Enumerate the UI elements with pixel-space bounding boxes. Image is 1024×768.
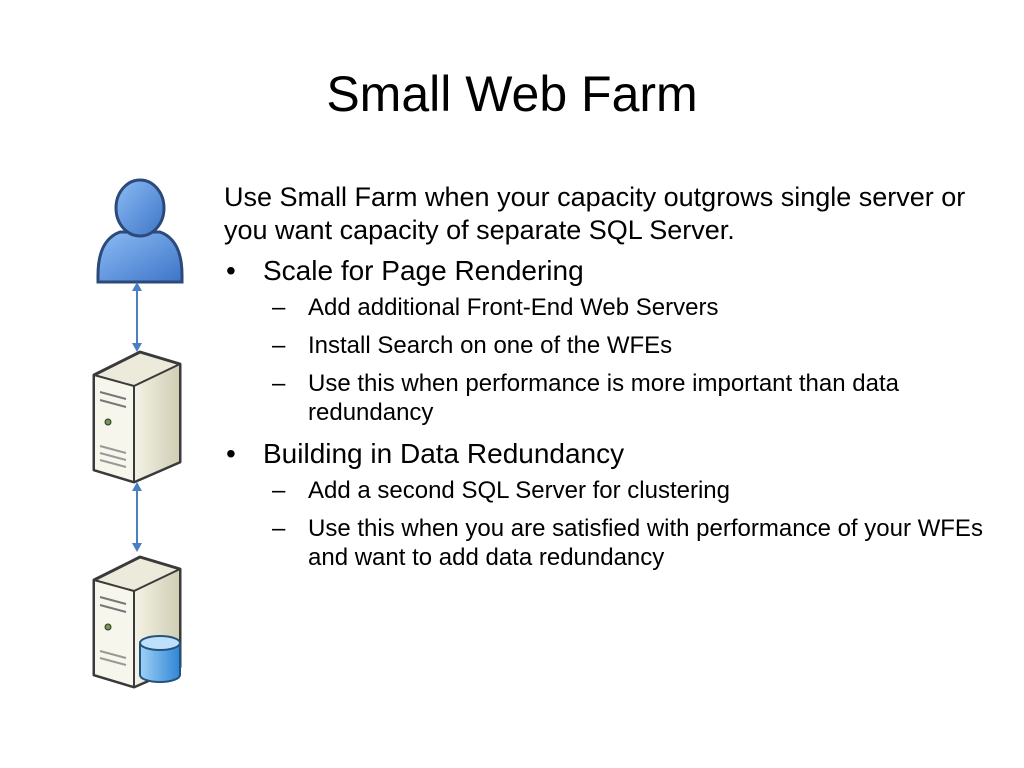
sub-bullet-item: – Add a second SQL Server for clustering — [224, 476, 984, 505]
sub-bullet-marker: – — [272, 477, 286, 504]
bullet-list: • Scale for Page Rendering – Add additio… — [224, 253, 984, 572]
connector-arrow — [132, 482, 142, 552]
user-icon — [96, 178, 184, 284]
web-server-icon — [92, 350, 182, 484]
sub-list-wrapper: – Add a second SQL Server for clustering… — [224, 476, 984, 572]
bullet-text: Scale for Page Rendering — [263, 255, 584, 286]
bullet-marker: • — [226, 255, 236, 286]
bullet-item: • Scale for Page Rendering — [224, 253, 984, 289]
sub-bullet-marker: – — [272, 294, 286, 321]
sub-bullet-list: – Add additional Front-End Web Servers –… — [224, 293, 984, 427]
slide-body: Use Small Farm when your capacity outgro… — [224, 181, 984, 581]
sub-bullet-list: – Add a second SQL Server for clustering… — [224, 476, 984, 572]
sub-bullet-marker: – — [272, 515, 286, 542]
connector-arrow — [132, 282, 142, 352]
bullet-item: • Building in Data Redundancy — [224, 436, 984, 472]
sub-bullet-text: Use this when performance is more import… — [308, 370, 899, 426]
sub-bullet-item: – Install Search on one of the WFEs — [224, 331, 984, 360]
sub-bullet-text: Add additional Front-End Web Servers — [308, 294, 719, 321]
sub-bullet-item: – Add additional Front-End Web Servers — [224, 293, 984, 322]
database-server-icon — [92, 555, 182, 689]
architecture-diagram — [92, 178, 184, 689]
sub-bullet-marker: – — [272, 332, 286, 359]
sub-list-wrapper: – Add additional Front-End Web Servers –… — [224, 293, 984, 427]
sub-bullet-text: Install Search on one of the WFEs — [308, 332, 673, 359]
sub-bullet-text: Use this when you are satisfied with per… — [308, 515, 983, 571]
intro-text: Use Small Farm when your capacity outgro… — [224, 182, 966, 245]
database-cylinder-icon — [139, 635, 181, 683]
sub-bullet-item: – Use this when you are satisfied with p… — [224, 514, 984, 572]
sub-bullet-marker: – — [272, 370, 286, 397]
bullet-text: Building in Data Redundancy — [263, 438, 625, 469]
bullet-marker: • — [226, 438, 236, 469]
slide-title: Small Web Farm — [326, 66, 698, 122]
sub-bullet-text: Add a second SQL Server for clustering — [308, 477, 730, 504]
sub-bullet-item: – Use this when performance is more impo… — [224, 369, 984, 427]
